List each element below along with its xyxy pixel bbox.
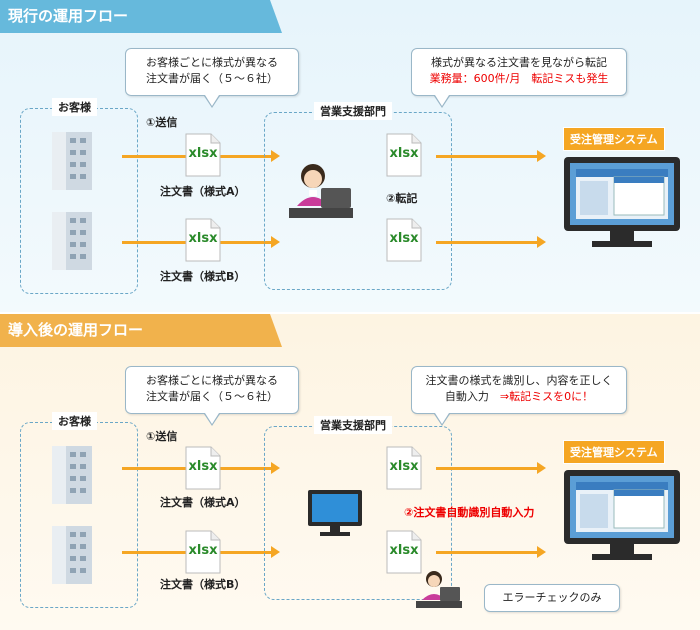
xlsx-file-icon: xlsx — [185, 446, 221, 490]
auto-step-label: ②注文書自動識別自動入力 — [404, 506, 535, 519]
xlsx-label: xlsx — [188, 146, 218, 161]
callout-line: 注文書が届く（５～６社） — [146, 72, 278, 85]
xlsx-file-icon: xlsx — [185, 530, 221, 574]
xlsx-label: xlsx — [188, 459, 218, 474]
callout-alert: ⇒転記ミスを0に！ — [499, 390, 594, 403]
doc-label-a: 注文書（様式A） — [160, 496, 246, 509]
computer-icon — [308, 490, 362, 536]
current-customers-label: お客様 — [52, 98, 97, 116]
building-icon — [52, 526, 92, 584]
building-icon — [52, 212, 92, 270]
error-check-callout: エラーチェックのみ — [484, 584, 620, 612]
callout-line: 様式が異なる注文書を見ながら転記 — [431, 56, 607, 69]
doc-label-b: 注文書（様式B） — [160, 578, 246, 591]
current-sales-label: 営業支援部門 — [314, 102, 392, 120]
callout-line-2: 自動入力 ⇒転記ミスを0に！ — [420, 389, 618, 405]
xlsx-label: xlsx — [188, 231, 218, 246]
xlsx-file-icon: xlsx — [386, 133, 422, 177]
xlsx-file-icon: xlsx — [185, 133, 221, 177]
transcribe-step-label: ②転記 — [386, 192, 418, 205]
flow-arrow — [436, 462, 546, 474]
current-flow-header: 現行の運用フロー — [0, 0, 282, 33]
doc-label-a: 注文書（様式A） — [160, 185, 246, 198]
future-flow-header: 導入後の運用フロー — [0, 314, 282, 347]
callout-line: お客様ごとに様式が異なる — [146, 56, 278, 69]
order-system-label: 受注管理システム — [563, 440, 665, 464]
current-sales-callout: 様式が異なる注文書を見ながら転記 業務量：600件/月 転記ミスも発生 — [411, 48, 627, 108]
xlsx-label: xlsx — [389, 146, 419, 161]
xlsx-file-icon: xlsx — [386, 446, 422, 490]
worker-at-laptop-icon — [289, 164, 353, 218]
future-flow-panel: 導入後の運用フロー お客様 お客様ごとに様式が異なる 注文書が届く（５～６社） … — [0, 314, 700, 630]
doc-label-b: 注文書（様式B） — [160, 270, 246, 283]
monitor-icon — [564, 470, 680, 560]
callout-line: 注文書が届く（５～６社） — [146, 390, 278, 403]
order-system-label: 受注管理システム — [563, 127, 665, 151]
current-customers-callout: お客様ごとに様式が異なる 注文書が届く（５～６社） — [125, 48, 299, 108]
callout-text: 自動入力 — [444, 390, 489, 403]
callout-line: 注文書の様式を識別し、内容を正しく — [425, 374, 613, 387]
xlsx-label: xlsx — [389, 543, 419, 558]
flow-arrow — [436, 236, 546, 248]
building-icon — [52, 446, 92, 504]
callout-line: エラーチェックのみ — [502, 591, 602, 604]
flow-arrow — [436, 546, 546, 558]
current-flow-panel: 現行の運用フロー お客様 お客様ごとに様式が異なる 注文書が届く（５～６社） ①… — [0, 0, 700, 312]
future-customers-callout: お客様ごとに様式が異なる 注文書が届く（５～６社） — [125, 366, 299, 426]
xlsx-file-icon: xlsx — [185, 218, 221, 262]
send-step-label: ①送信 — [146, 430, 178, 443]
building-icon — [52, 132, 92, 190]
xlsx-label: xlsx — [389, 459, 419, 474]
xlsx-label: xlsx — [188, 543, 218, 558]
callout-line: お客様ごとに様式が異なる — [146, 374, 278, 387]
xlsx-file-icon: xlsx — [386, 530, 422, 574]
send-step-label: ①送信 — [146, 116, 178, 129]
callout-line-alert: 業務量：600件/月 転記ミスも発生 — [429, 72, 609, 85]
future-sales-label: 営業支援部門 — [314, 416, 392, 434]
flow-arrow — [436, 150, 546, 162]
worker-at-laptop-icon — [416, 571, 462, 608]
monitor-icon — [564, 157, 680, 247]
future-sales-callout: 注文書の様式を識別し、内容を正しく 自動入力 ⇒転記ミスを0に！ — [411, 366, 627, 426]
future-customers-label: お客様 — [52, 412, 97, 430]
xlsx-label: xlsx — [389, 231, 419, 246]
xlsx-file-icon: xlsx — [386, 218, 422, 262]
